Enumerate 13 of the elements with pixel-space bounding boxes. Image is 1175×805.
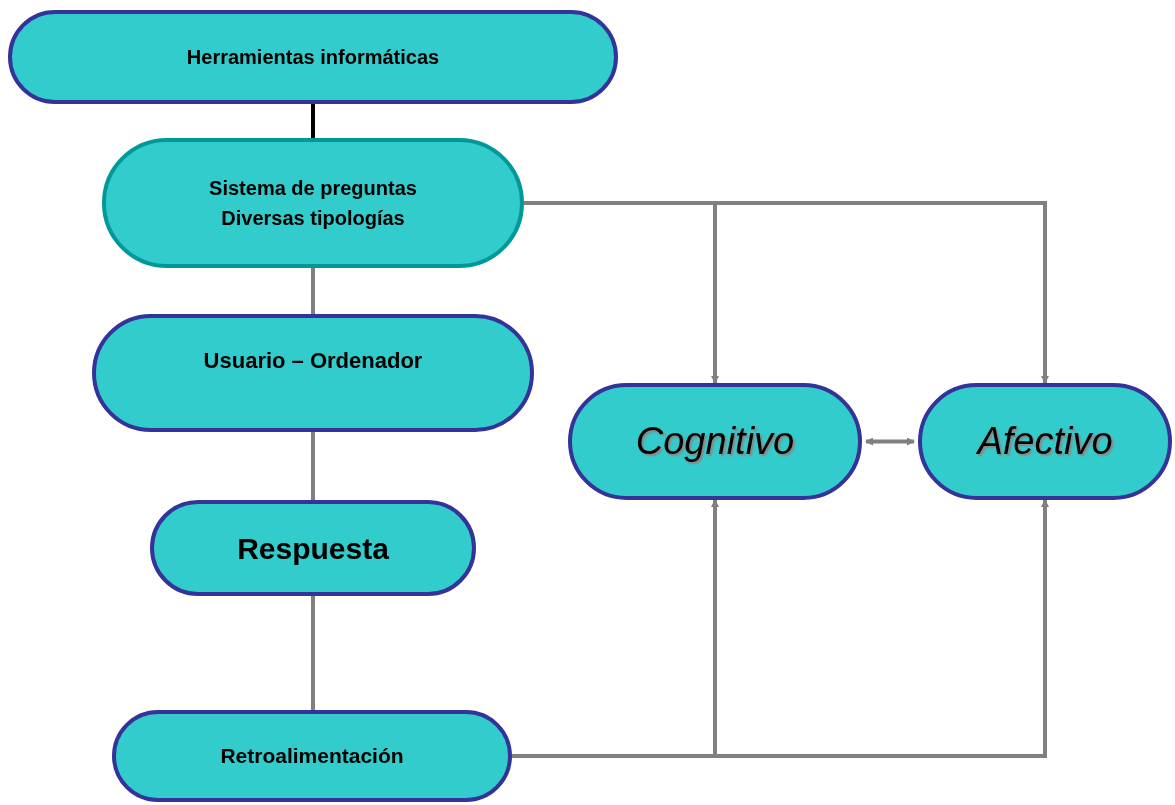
box-label: Cognitivo [635, 419, 795, 464]
arrow [865, 437, 915, 446]
box-label: Afectivo [977, 419, 1113, 464]
box-label: Respuesta [237, 530, 389, 567]
connector-line [311, 432, 315, 500]
box-label: Usuario – Ordenador [203, 347, 423, 375]
box-label: Sistema de preguntas [209, 176, 417, 201]
connector-line [311, 104, 315, 138]
box-label: Retroalimentación [220, 743, 404, 770]
box-label: Herramientas informáticas [186, 45, 440, 70]
box-label: Diversas tipologías [221, 206, 405, 231]
connector-line [311, 596, 315, 710]
connector-line [311, 268, 315, 314]
